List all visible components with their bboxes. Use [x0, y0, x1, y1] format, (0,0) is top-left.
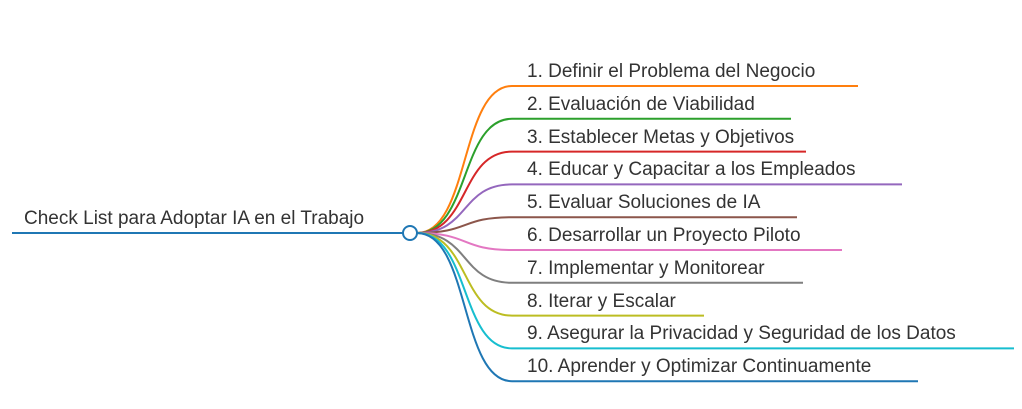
- branch-node-label-6[interactable]: 6. Desarrollar un Proyecto Piloto: [527, 225, 801, 246]
- root-node-circle[interactable]: [402, 225, 418, 241]
- branch-line-9: [416, 232, 1014, 350]
- branch-node-label-3[interactable]: 3. Establecer Metas y Objetivos: [527, 126, 795, 148]
- branch-line-6: [416, 232, 842, 251]
- branch-line-3: [416, 150, 806, 234]
- branch-line-4: [416, 183, 902, 234]
- branch-node-label-1[interactable]: 1. Definir el Problema del Negocio: [527, 61, 816, 82]
- branch-node-label-5[interactable]: 5. Evaluar Soluciones de IA: [527, 192, 761, 214]
- branch-line-5: [416, 216, 797, 234]
- branch-line-8: [416, 232, 704, 317]
- root-node-label[interactable]: Check List para Adoptar IA en el Trabajo: [24, 208, 365, 229]
- branch-node-label-10[interactable]: 10. Aprender y Optimizar Continuamente: [527, 356, 872, 378]
- branch-line-1: [416, 85, 858, 234]
- branch-node-label-8[interactable]: 8. Iterar y Escalar: [527, 290, 676, 312]
- branch-line-2: [416, 117, 791, 234]
- branch-node-label-9[interactable]: 9. Asegurar la Privacidad y Seguridad de…: [527, 323, 956, 345]
- branch-line-7: [416, 232, 803, 284]
- branch-line-10: [416, 232, 918, 383]
- branch-node-label-4[interactable]: 4. Educar y Capacitar a los Empleados: [527, 159, 856, 181]
- branch-node-label-7[interactable]: 7. Implementar y Monitorear: [527, 257, 765, 279]
- branch-node-label-2[interactable]: 2. Evaluación de Viabilidad: [527, 93, 755, 115]
